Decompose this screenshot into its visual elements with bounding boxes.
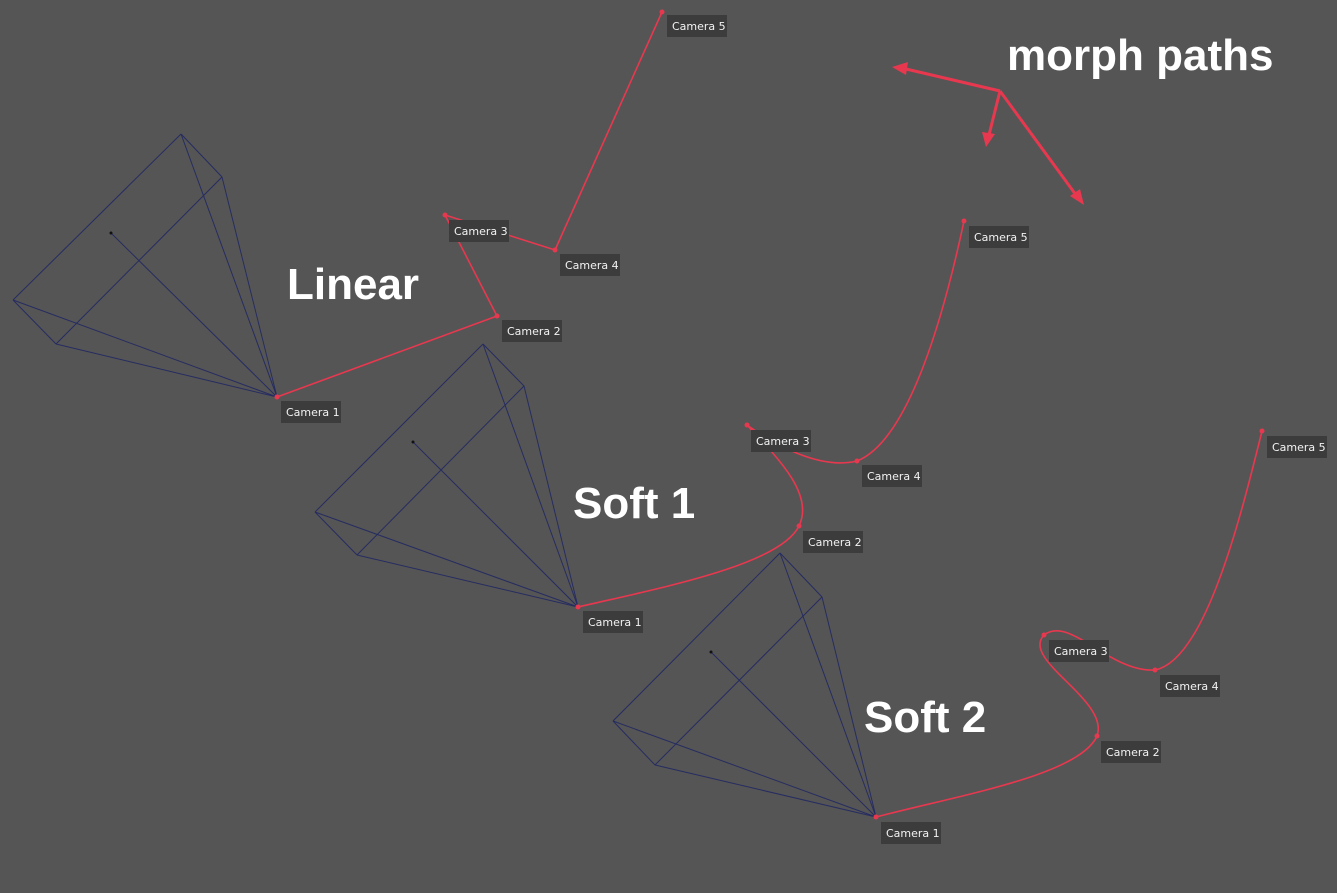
svg-text:Camera 3: Camera 3 (454, 225, 508, 238)
keyframe-dot (854, 458, 860, 464)
keyframe-dot (744, 422, 750, 428)
camera-frustum-linear (12, 133, 278, 398)
svg-text:Camera 2: Camera 2 (808, 536, 862, 549)
camera-frustum-soft2 (612, 552, 877, 818)
camera-tag-soft1-3[interactable]: Camera 3 (751, 430, 811, 452)
camera-tag-linear-3[interactable]: Camera 3 (449, 220, 509, 242)
svg-text:Camera 3: Camera 3 (756, 435, 810, 448)
keyframe-dot (575, 604, 581, 610)
group-soft1: Soft 1 Camera 1 Camera 2 Camera 3 Camera… (314, 218, 1029, 633)
svg-text:Camera 5: Camera 5 (974, 231, 1028, 244)
svg-text:Camera 4: Camera 4 (867, 470, 921, 483)
keyframe-dot (1094, 733, 1100, 739)
group-soft2: Soft 2 Camera 1 Camera 2 Camera 3 Camera… (612, 428, 1327, 844)
keyframe-dot (274, 394, 280, 400)
keyframe-dot (873, 814, 879, 820)
keyframe-dot (1041, 632, 1047, 638)
camera-tag-linear-5[interactable]: Camera 5 (667, 15, 727, 37)
group-label-soft2: Soft 2 (864, 693, 986, 742)
keyframe-dot (961, 218, 967, 224)
camera-tag-soft1-2[interactable]: Camera 2 (803, 531, 863, 553)
path-linear (276, 11, 663, 398)
camera-tag-linear-1[interactable]: Camera 1 (281, 401, 341, 423)
svg-text:Camera 2: Camera 2 (507, 325, 561, 338)
morph-arrows (892, 62, 1084, 205)
group-linear: Linear Camera 1 Camera 2 Camera 3 Camera… (12, 9, 727, 423)
group-label-soft1: Soft 1 (573, 479, 695, 528)
camera-tag-linear-4[interactable]: Camera 4 (560, 254, 620, 276)
keyframe-dot (1259, 428, 1265, 434)
camera-tag-soft2-1[interactable]: Camera 1 (881, 822, 941, 844)
path-soft1 (577, 220, 965, 608)
svg-text:Camera 4: Camera 4 (1165, 680, 1219, 693)
camera-tag-soft2-3[interactable]: Camera 3 (1049, 640, 1109, 662)
svg-text:Camera 1: Camera 1 (588, 616, 642, 629)
svg-text:Camera 1: Camera 1 (886, 827, 940, 840)
svg-text:Camera 4: Camera 4 (565, 259, 619, 272)
camera-tag-soft2-4[interactable]: Camera 4 (1160, 675, 1220, 697)
camera-tag-soft2-2[interactable]: Camera 2 (1101, 741, 1161, 763)
group-label-linear: Linear (287, 260, 419, 309)
camera-tag-soft1-4[interactable]: Camera 4 (862, 465, 922, 487)
keyframe-dot (1152, 667, 1158, 673)
keyframe-dot (659, 9, 665, 15)
keyframe-dot (796, 523, 802, 529)
camera-tag-soft1-1[interactable]: Camera 1 (583, 611, 643, 633)
title-morph-paths: morph paths (1007, 31, 1273, 80)
camera-tag-soft1-5[interactable]: Camera 5 (969, 226, 1029, 248)
svg-text:Camera 5: Camera 5 (1272, 441, 1326, 454)
keyframe-dot (442, 212, 448, 218)
path-soft2 (875, 430, 1263, 818)
svg-text:Camera 5: Camera 5 (672, 20, 726, 33)
svg-text:Camera 2: Camera 2 (1106, 746, 1160, 759)
svg-text:Camera 1: Camera 1 (286, 406, 340, 419)
camera-frustum-soft1 (314, 343, 579, 608)
camera-tag-soft2-5[interactable]: Camera 5 (1267, 436, 1327, 458)
keyframe-dot (552, 247, 558, 253)
camera-tag-linear-2[interactable]: Camera 2 (502, 320, 562, 342)
svg-text:Camera 3: Camera 3 (1054, 645, 1108, 658)
keyframe-dot (494, 313, 500, 319)
